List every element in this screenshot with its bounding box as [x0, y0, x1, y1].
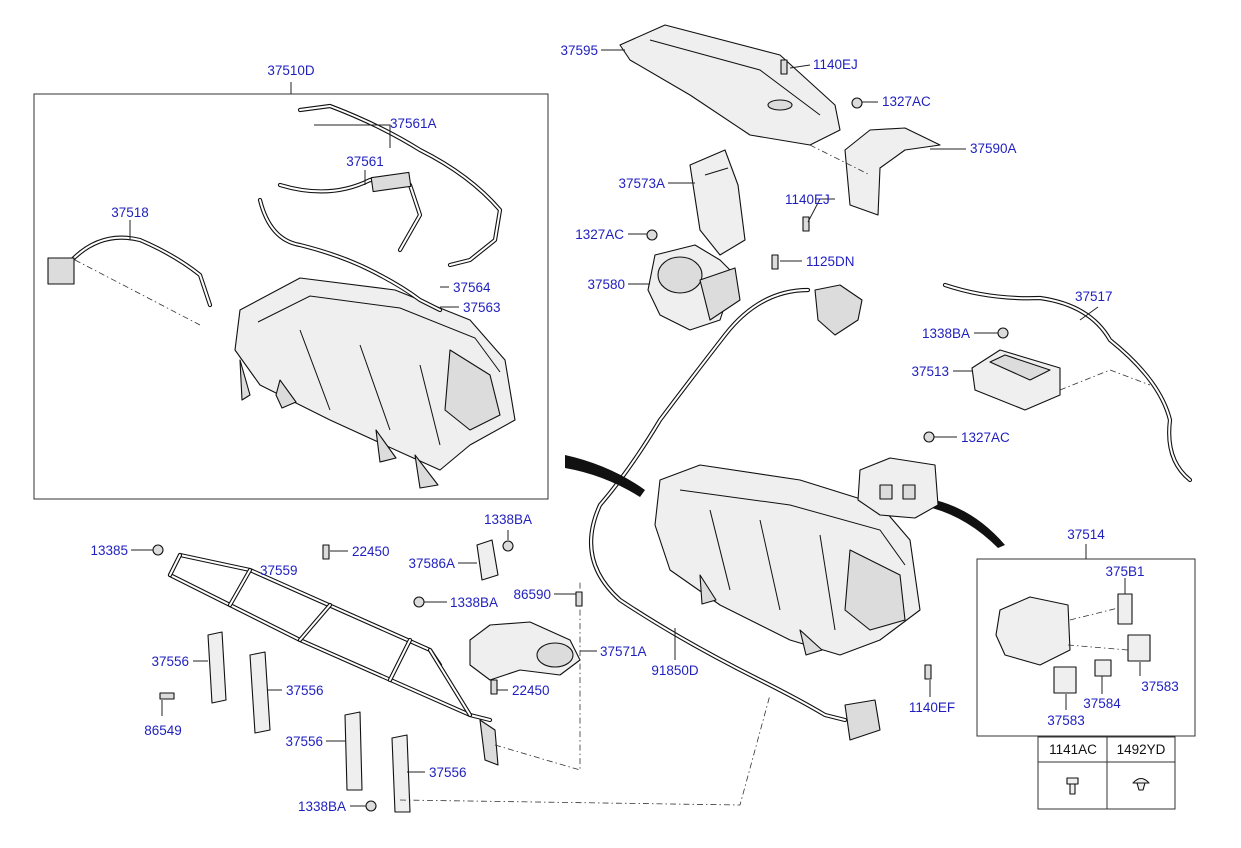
- label-1140EF[interactable]: 1140EF: [909, 700, 955, 715]
- label-37583-right[interactable]: 37583: [1141, 679, 1179, 694]
- battery-module-upper-icon: [234, 277, 516, 489]
- label-37556-d[interactable]: 37556: [429, 765, 467, 780]
- label-37556-c[interactable]: 37556: [285, 734, 323, 749]
- label-37583-left[interactable]: 37583: [1047, 713, 1085, 728]
- label-37514[interactable]: 37514: [1067, 527, 1105, 542]
- label-1125DN[interactable]: 1125DN: [806, 254, 855, 269]
- fastener-legend-table: 1141AC 1492YD: [1037, 736, 1176, 810]
- leader-lines: [129, 49, 1141, 807]
- label-1327AC-top[interactable]: 1327AC: [882, 94, 931, 109]
- label-91850D[interactable]: 91850D: [651, 663, 699, 678]
- harness-37561A-drawing: [297, 103, 503, 268]
- label-1140EJ-top[interactable]: 1140EJ: [813, 57, 858, 72]
- relay-assembly-37514-drawing: [995, 593, 1151, 694]
- harness-37561-drawing: [257, 171, 443, 313]
- label-1140EJ-mid[interactable]: 1140EJ: [785, 192, 830, 207]
- label-1338BA-right[interactable]: 1338BA: [922, 326, 970, 341]
- legend-col1-header: 1141AC: [1049, 742, 1097, 757]
- label-37580[interactable]: 37580: [587, 277, 625, 292]
- label-37518[interactable]: 37518: [111, 205, 149, 220]
- label-37510D[interactable]: 37510D: [267, 63, 315, 78]
- label-22450-top[interactable]: 22450: [352, 544, 390, 559]
- label-37573A[interactable]: 37573A: [618, 176, 665, 191]
- label-1327AC-right[interactable]: 1327AC: [961, 430, 1010, 445]
- label-37586A[interactable]: 37586A: [408, 556, 455, 571]
- label-37561A[interactable]: 37561A: [390, 116, 437, 131]
- label-375B1[interactable]: 375B1: [1105, 564, 1144, 579]
- label-1338BA-frame[interactable]: 1338BA: [450, 595, 498, 610]
- label-1338BA-bottom[interactable]: 1338BA: [298, 799, 346, 814]
- pointer-stroke-left: [565, 455, 645, 497]
- bracket-37586A-drawing: [476, 539, 499, 581]
- label-1338BA-center[interactable]: 1338BA: [484, 512, 532, 527]
- frame-37559-drawing: [167, 552, 499, 766]
- label-37564[interactable]: 37564: [453, 280, 491, 295]
- legend-col2-header: 1492YD: [1117, 742, 1166, 757]
- label-37513[interactable]: 37513: [911, 364, 949, 379]
- label-37556-b[interactable]: 37556: [286, 683, 324, 698]
- label-22450-bottom[interactable]: 22450: [512, 683, 550, 698]
- duct-37571A-drawing: [469, 621, 581, 681]
- blower-37580-drawing: [647, 244, 741, 331]
- bracket-37556-set-drawing: [207, 631, 411, 813]
- label-86549[interactable]: 86549: [144, 723, 182, 738]
- label-37595[interactable]: 37595: [560, 43, 598, 58]
- label-37563[interactable]: 37563: [463, 300, 501, 315]
- label-37590A[interactable]: 37590A: [970, 141, 1017, 156]
- clip-1492YD-icon: [1132, 777, 1150, 791]
- label-1327AC-left[interactable]: 1327AC: [575, 227, 624, 242]
- label-86590[interactable]: 86590: [513, 587, 551, 602]
- label-37556-a[interactable]: 37556: [151, 654, 189, 669]
- label-37559[interactable]: 37559: [260, 563, 298, 578]
- pointer-stroke-right: [932, 500, 1005, 548]
- fastener-glyphs: [152, 59, 1009, 812]
- label-37517[interactable]: 37517: [1075, 289, 1113, 304]
- cover-37595-drawing: [619, 24, 841, 146]
- label-37571A[interactable]: 37571A: [600, 644, 647, 659]
- harness-37518-drawing: [47, 235, 213, 308]
- bolt-1141AC-icon: [1066, 777, 1079, 795]
- label-37584[interactable]: 37584: [1083, 696, 1121, 711]
- cable-91850D-drawing: [588, 284, 881, 741]
- bracket-37590A-drawing: [844, 127, 941, 216]
- label-13385[interactable]: 13385: [90, 543, 128, 558]
- label-37561[interactable]: 37561: [346, 154, 384, 169]
- module-37513-drawing: [971, 349, 1061, 411]
- harness-37517-drawing: [942, 282, 1193, 483]
- relay-module-upper-drawing: [857, 457, 939, 519]
- battery-module-center-icon: [654, 464, 921, 656]
- duct-37573A-drawing: [689, 149, 746, 256]
